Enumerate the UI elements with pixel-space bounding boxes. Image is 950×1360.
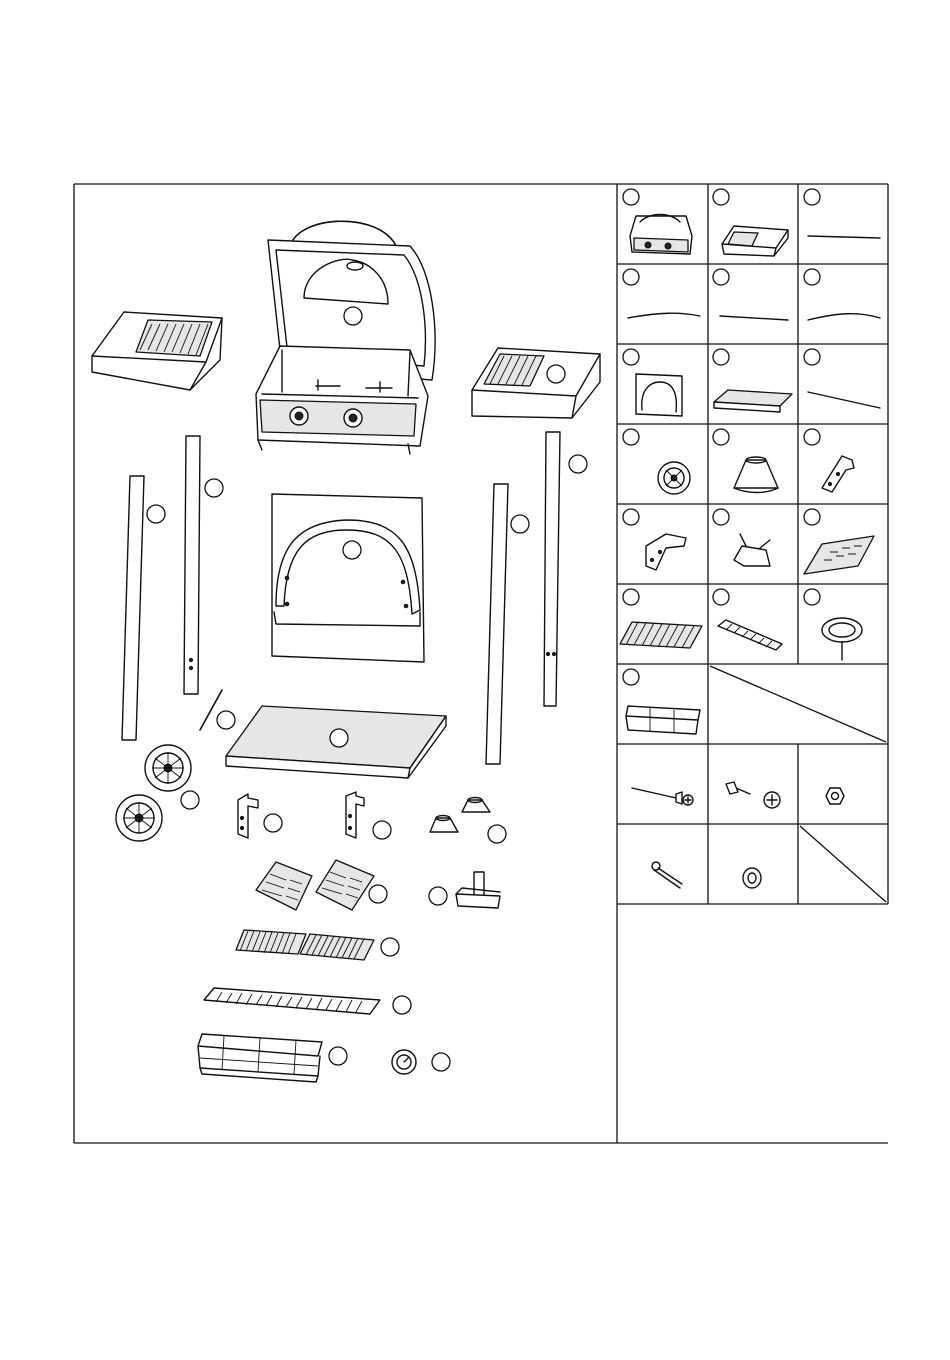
grill-body-icon (630, 215, 692, 255)
washer-icon (743, 868, 761, 888)
cell-marker (623, 269, 639, 285)
bolt-long-icon (632, 788, 693, 805)
cell-marker (713, 349, 729, 365)
wheels (116, 745, 191, 841)
bracket-icon (822, 456, 854, 492)
cooking-grates (236, 930, 374, 960)
grease-cup (456, 872, 500, 908)
callout-marker (547, 365, 565, 383)
cell-marker (623, 349, 639, 365)
cell-marker (804, 429, 820, 445)
axle-icon (808, 392, 880, 408)
callout-marker (488, 825, 506, 843)
callout-marker (344, 307, 362, 325)
cotter-pin-icon (652, 862, 682, 888)
cell-marker (623, 669, 639, 685)
callout-marker (330, 729, 348, 747)
cell-marker (623, 509, 639, 525)
callout-marker (147, 505, 165, 523)
rod-icon (808, 236, 880, 238)
exploded-view (92, 221, 600, 1082)
callout-marker (217, 711, 235, 729)
cell-marker (623, 429, 639, 445)
wheel-icon (658, 462, 690, 494)
callout-marker (511, 515, 529, 533)
cart-back-panel (272, 494, 424, 662)
cell-marker (623, 589, 639, 605)
brackets (238, 792, 364, 838)
storage-basket (198, 1034, 322, 1082)
bracket-icon (646, 534, 686, 570)
callout-marker (373, 821, 391, 839)
side-shelf-right (472, 348, 600, 418)
thermometer-icon (822, 618, 862, 660)
cell-marker (713, 189, 729, 205)
basket-icon (626, 706, 700, 734)
cell-marker (623, 189, 639, 205)
grill-body (256, 221, 435, 454)
leg-straight-icon (720, 316, 788, 320)
leg-feet (430, 798, 490, 833)
cell-marker (713, 269, 729, 285)
callout-marker (329, 1047, 347, 1065)
cell-marker (804, 589, 820, 605)
warming-rack (204, 988, 380, 1014)
side-shelf-left (92, 312, 222, 390)
bottom-shelf-icon (714, 390, 792, 412)
heat-tent-icon (804, 536, 874, 574)
cell-marker (713, 589, 729, 605)
callout-marker (264, 814, 282, 832)
callout-marker (181, 791, 199, 809)
callout-marker (432, 1053, 450, 1071)
foot-icon (734, 457, 778, 493)
warming-rack-icon (718, 620, 782, 650)
leg-curved-icon (808, 314, 880, 320)
cooking-grate-icon (620, 622, 702, 648)
heat-tents (256, 860, 374, 910)
grease-cup-icon (734, 534, 770, 566)
leg-curved-icon (628, 313, 700, 318)
side-shelf-icon (722, 226, 788, 256)
callout-marker (369, 885, 387, 903)
nut-icon (826, 788, 844, 804)
cell-marker (804, 269, 820, 285)
callout-marker (393, 996, 411, 1014)
callout-marker (569, 455, 587, 473)
callout-marker (343, 541, 361, 559)
cell-marker (713, 429, 729, 445)
thermometer (392, 1050, 416, 1074)
screw-icon (726, 782, 780, 808)
callout-marker (381, 938, 399, 956)
parts-table (617, 184, 888, 904)
callout-marker (429, 887, 447, 905)
cell-marker (804, 349, 820, 365)
cell-marker (713, 509, 729, 525)
back-panel-icon (636, 374, 682, 416)
callout-marker (205, 479, 223, 497)
cell-marker (804, 509, 820, 525)
cell-marker (804, 189, 820, 205)
